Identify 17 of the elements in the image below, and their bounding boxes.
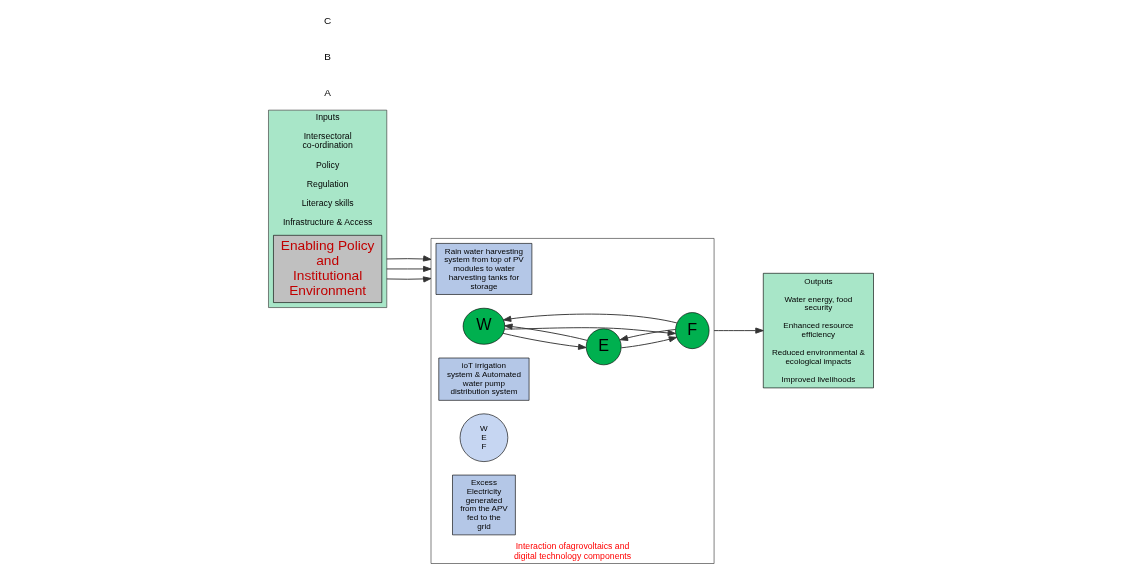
arrow (386, 276, 432, 283)
label: A (324, 87, 331, 99)
node-circle: E (585, 328, 622, 366)
node-ellipse: W (462, 307, 506, 345)
arrow (620, 336, 678, 349)
arrow (504, 327, 676, 336)
node-circle: F (675, 312, 710, 349)
arrow (713, 327, 764, 334)
arrow (386, 265, 432, 273)
arrow (502, 313, 678, 324)
arrow (386, 255, 432, 262)
arrow (502, 332, 587, 350)
label: C (324, 15, 332, 27)
node-box: Enabling Policy and Institutional Environment (273, 235, 383, 303)
label: B (324, 51, 331, 63)
arrow (619, 329, 676, 341)
arrow (504, 323, 588, 341)
